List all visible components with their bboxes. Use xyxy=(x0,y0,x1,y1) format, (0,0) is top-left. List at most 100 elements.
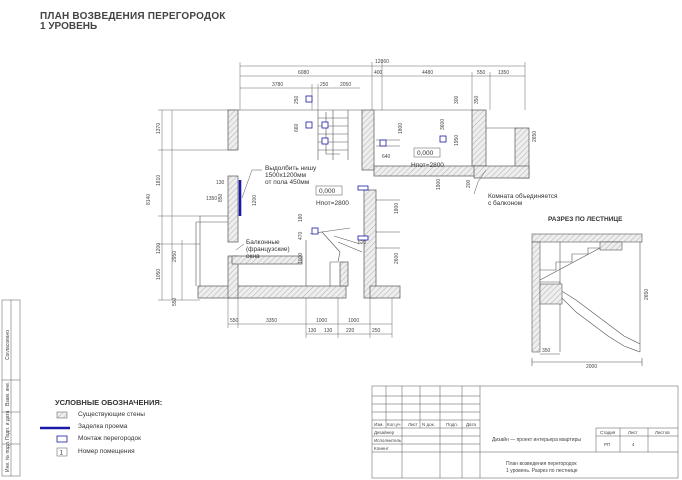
title-block xyxy=(371,385,679,479)
existing-walls xyxy=(197,109,530,299)
dim-bottom-e: 250 xyxy=(372,328,381,334)
dim-bottom-c: 1000 xyxy=(316,318,327,324)
tb-sheets-header: Листов xyxy=(655,430,670,435)
side-stamp-2: Взам. инв. xyxy=(5,382,11,406)
dim-overall-top: 12860 xyxy=(375,59,389,65)
level-box-1 xyxy=(315,185,343,196)
side-stamp-4: Инв. № подл. xyxy=(5,441,11,472)
dim-bottom-h: 220 xyxy=(346,328,355,334)
dim-1350: 1350 xyxy=(206,196,217,202)
dim-250: 250 xyxy=(294,95,300,104)
note-niche-1: Выдолбить нишу xyxy=(265,164,317,172)
dim-1800: 1800 xyxy=(394,203,400,214)
dim-left-e: 1050 xyxy=(156,269,162,280)
dim-300: 300 xyxy=(454,95,460,104)
tb-sheet: 4 xyxy=(632,442,635,447)
dim-left-c: 2950 xyxy=(172,251,178,262)
tb-col-2: Кол.уч xyxy=(387,422,401,427)
level-value-2: 0,000 xyxy=(417,150,434,157)
level-box-2 xyxy=(413,147,441,158)
dim-bottom-b: 3350 xyxy=(266,318,277,324)
dim-1000: 1000 xyxy=(298,253,304,264)
tb-sheet-header: Лист xyxy=(628,430,638,435)
dim-top-sub2: 250 xyxy=(320,82,329,88)
dim-top-seg4: 550 xyxy=(477,70,486,76)
note-room-1: Комната объединяется xyxy=(488,192,558,200)
legend-wall-symbol xyxy=(56,411,68,419)
dim-640: 640 xyxy=(382,154,391,160)
dim-200: 200 xyxy=(466,179,472,188)
dim-1950: 1950 xyxy=(454,135,460,146)
dim-620: 620 xyxy=(358,240,367,246)
dim-660: 660 xyxy=(294,123,300,132)
section-dim-c: 2000 xyxy=(586,364,597,370)
side-stamp-3: Подп. и дата xyxy=(5,410,11,440)
dim-top-seg1: 6080 xyxy=(298,70,309,76)
level-height-2: Hпот=2800 xyxy=(411,162,444,169)
bottom-dimensions xyxy=(227,298,393,338)
legend-existing-walls: Существующие стены xyxy=(78,411,145,418)
dim-1200: 1200 xyxy=(252,195,258,206)
dim-top-seg2: 400 xyxy=(374,70,383,76)
dim-left-f: 550 xyxy=(172,297,178,306)
leaders xyxy=(235,169,487,251)
note-room-2: с балконом xyxy=(488,199,523,207)
section-dim-a: 350 xyxy=(542,348,551,354)
dim-left-a: 1370 xyxy=(156,123,162,134)
dim-3600: 3600 xyxy=(440,119,446,130)
legend-room-symbol xyxy=(56,447,68,457)
note-niche-3: от пола 450мм xyxy=(265,179,310,186)
page-title: ПЛАН ВОЗВЕДЕНИЯ ПЕРЕГОРОДОК xyxy=(40,11,226,22)
dim-left-b: 1810 xyxy=(156,175,162,186)
legend-partition-install: Монтаж перегородок xyxy=(78,435,141,442)
dim-left-overall: 8140 xyxy=(146,194,152,205)
left-dimensions xyxy=(158,109,235,301)
tb-col-4: N док. xyxy=(422,422,435,427)
dim-130: 130 xyxy=(216,180,225,186)
section-title: РАЗРЕЗ ПО ЛЕСТНИЦЕ xyxy=(548,216,623,223)
dim-bottom-f: 130 xyxy=(308,328,317,334)
dim-bottom-a: 550 xyxy=(230,318,239,324)
dim-180: 180 xyxy=(298,213,304,222)
dim-1900: 1900 xyxy=(436,179,442,190)
dim-bottom-g: 130 xyxy=(324,328,333,334)
tb-drawing-1: План возведения перегородок xyxy=(506,461,577,467)
dim-left-d: 1200 xyxy=(156,243,162,254)
legend-title: УСЛОВНЫЕ ОБОЗНАЧЕНИЯ: xyxy=(55,398,163,407)
dim-2650: 2650 xyxy=(532,131,538,142)
tb-col-3: Лист xyxy=(408,422,418,427)
note-niche-2: 1500х1200мм xyxy=(265,172,307,179)
dim-2600: 2600 xyxy=(394,253,400,264)
tb-role-executor: Исполнитель xyxy=(374,438,402,443)
dim-1800b: 1800 xyxy=(398,123,404,134)
dim-470: 470 xyxy=(298,231,304,240)
dim-top-seg5: 1350 xyxy=(498,70,509,76)
section-dim-b: 2650 xyxy=(644,289,650,300)
side-stamp-1: Согласовано xyxy=(5,330,11,360)
tb-project: Дизайн — проект интерьера квартиры xyxy=(492,437,581,443)
tb-col-1: Изм. xyxy=(374,422,384,427)
level-value-1: 0,000 xyxy=(319,188,336,195)
page-subtitle: 1 УРОВЕНЬ xyxy=(40,21,98,32)
new-partitions xyxy=(305,95,447,241)
tb-role-designer: Дизайнер xyxy=(374,430,395,435)
legend-opening-infill: Заделка проема xyxy=(78,423,128,430)
dim-top-seg3: 4480 xyxy=(422,70,433,76)
dim-350: 350 xyxy=(474,95,480,104)
stair-section xyxy=(531,233,643,366)
level-height-1: Hпот=2800 xyxy=(316,200,349,207)
dim-850: 850 xyxy=(218,193,224,202)
dim-bottom-d: 1000 xyxy=(348,318,359,324)
note-balcony-2: (французские) xyxy=(246,246,290,253)
legend-room-marker: 1 xyxy=(60,450,64,457)
tb-role-client: Клиент xyxy=(374,446,389,451)
side-stamp xyxy=(1,299,21,477)
tb-stage: РП xyxy=(604,442,611,447)
legend-partition-symbol xyxy=(56,435,68,443)
tb-stage-header: Стадия xyxy=(600,430,616,435)
tb-col-5: Подп. xyxy=(446,422,458,427)
plan-lines xyxy=(195,109,515,286)
legend-room-number: Номер помещения xyxy=(78,448,135,455)
tb-drawing-2: 1 уровень. Разрез по лестнице xyxy=(506,468,578,474)
